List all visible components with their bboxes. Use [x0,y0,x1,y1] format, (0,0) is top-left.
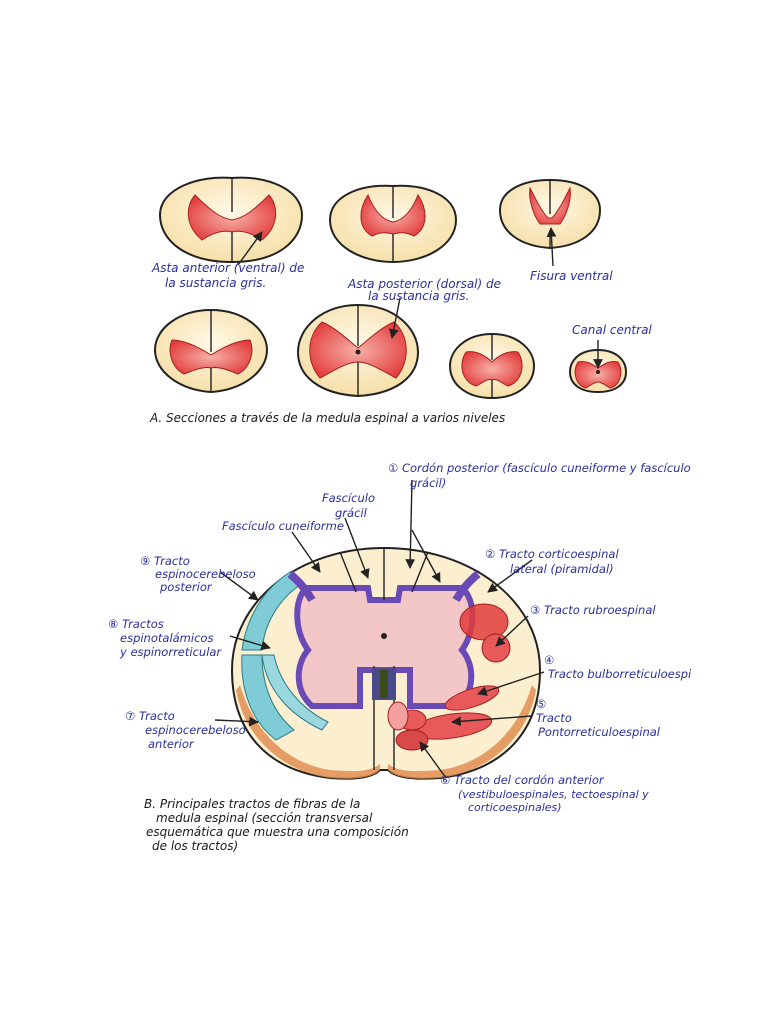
label-8-line1: ⑧ Tractos [108,617,164,631]
label-2-line2: lateral (piramidal) [510,562,614,576]
cord-section-a7 [568,348,628,394]
label-fasciculo-gracil-1: Fascículo [322,491,375,505]
caption-b-line2: medula espinal (sección transversal [156,811,373,825]
section-b-labels: ① Cordón posterior (fascículo cuneiforme… [108,461,692,853]
caption-a: A. Secciones a través de la medula espin… [149,411,505,425]
section-b-main-section [230,546,542,780]
section-b-arrows [214,479,545,779]
caption-b-line4: de los tractos) [152,839,238,853]
label-7-line2: espinocerebeloso [145,723,246,737]
label-8-line3: y espinorreticular [119,645,222,659]
label-2-line1: ② Tracto corticoespinal [485,547,619,561]
asta-posterior-arrow [388,297,401,339]
section-a-labels: Asta anterior (ventral) de la sustancia … [149,261,652,425]
label-3: ③ Tracto rubroespinal [530,603,656,617]
label-asta-anterior-1: Asta anterior (ventral) de [151,261,304,275]
cord-section-a4 [153,308,269,394]
caption-b-line3: esquemática que muestra una composición [146,825,409,839]
label-4: Tracto bulborreticuloespi [548,667,692,681]
label-4-num: ④ [544,653,554,667]
label-asta-anterior-2: la sustancia gris. [165,276,266,290]
label-5-num: ⑤ [536,697,546,711]
section-a-sections [153,176,628,400]
label-8-line2: espinotalámicos [120,631,213,645]
label-1-line2: grácil) [410,476,446,490]
label-9-line2: espinocerebeloso [155,567,256,581]
label-5-line1: Tracto [536,711,572,725]
asta-anterior-arrow [237,231,263,266]
label-7-line3: anterior [148,737,195,751]
label-6-line2: (vestibuloespinales, tectoespinal y [458,788,649,801]
label-7-line1: ⑦ Tracto [125,709,175,723]
label-6-line1: ⑥ Tracto del cordón anterior [440,773,605,787]
fisura-arrow [546,227,557,267]
label-fisura-ventral: Fisura ventral [530,269,613,283]
cord-section-a3 [498,178,602,250]
label-fasciculo-gracil-2: grácil [335,506,368,520]
cord-section-a5 [296,303,420,398]
label-1-line1: ① Cordón posterior (fascículo cuneiforme… [388,461,691,475]
label-9-line3: posterior [159,580,213,594]
label-5-line2: Pontorreticuloespinal [538,725,661,739]
cord-section-a1 [158,176,304,264]
cord-section-a6 [448,332,536,400]
label-9-line1: ⑨ Tracto [140,554,190,568]
caption-b-line1: B. Principales tractos de fibras de la [144,797,360,811]
label-6-line3: corticoespinales) [468,801,562,814]
cord-section-a2 [328,184,458,264]
label-asta-posterior-2: la sustancia gris. [368,289,469,303]
label-asta-posterior-1: Asta posterior (dorsal) de [347,277,501,291]
label-canal-central: Canal central [572,323,652,337]
label-fasciculo-cuneiforme: Fascículo cuneiforme [222,519,344,533]
